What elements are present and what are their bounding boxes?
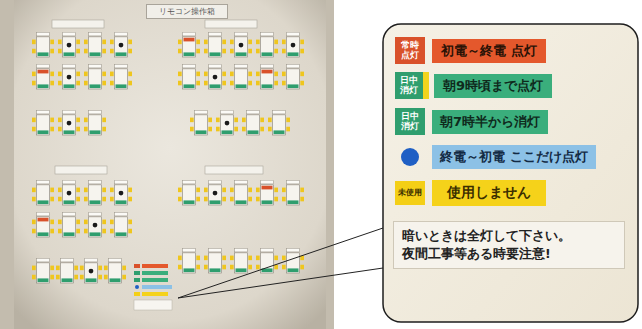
- switch-module: [256, 32, 278, 57]
- legend-band: 初電～終電 点灯: [432, 39, 546, 63]
- switch-module: [256, 64, 278, 89]
- switch-group: [178, 32, 304, 135]
- switch-module: [178, 32, 200, 57]
- note-box: 暗いときは全灯して下さい。 夜間工事等ある時要注意!: [393, 221, 625, 269]
- switch-module: [282, 64, 304, 89]
- switch-module: [230, 180, 252, 205]
- node-text: 未使用: [398, 189, 422, 198]
- switch-module: [242, 110, 264, 135]
- switch-module: [32, 258, 54, 283]
- mini-band: [142, 292, 168, 296]
- switch-module: [216, 110, 238, 135]
- switch-module: [178, 248, 200, 273]
- photo-ground: [0, 0, 334, 329]
- switch-module: [204, 248, 226, 273]
- switch-group: [32, 180, 132, 283]
- switch-module: [32, 64, 54, 89]
- switch-module: [256, 248, 278, 273]
- node-text: 朝7時半から消灯: [440, 113, 540, 131]
- panel-board: [14, 0, 326, 329]
- mini-swatch: [134, 271, 140, 275]
- color-swatch: 日中 消灯: [395, 72, 429, 99]
- legend-band: 使用しません: [432, 180, 546, 206]
- switch-module: [110, 212, 132, 237]
- switch-module: [104, 258, 126, 283]
- switch-module: [178, 180, 200, 205]
- switch-module: [32, 32, 54, 57]
- section-plate: [205, 166, 263, 174]
- switch-module: [84, 32, 106, 57]
- legend-band: 朝7時半から消灯: [432, 110, 548, 134]
- switch-module: [178, 64, 200, 89]
- mini-band: [142, 278, 168, 282]
- switch-module: [282, 32, 304, 57]
- mini-swatch: [134, 264, 140, 268]
- switch-module: [230, 32, 252, 57]
- switch-module: [58, 180, 80, 205]
- section-plate: [205, 20, 257, 28]
- switch-module: [84, 110, 106, 135]
- switch-module: [282, 248, 304, 273]
- switch-module: [190, 110, 212, 135]
- node-text: 使用しません: [447, 184, 531, 202]
- switch-module: [84, 212, 106, 237]
- switch-module: [58, 212, 80, 237]
- legend-band: 朝9時頃まで点灯: [434, 74, 552, 98]
- node-text: 日中 消灯: [400, 76, 419, 95]
- switch-module: [32, 110, 54, 135]
- mini-band: [142, 285, 172, 289]
- color-swatch: 常時 点灯: [395, 37, 425, 64]
- mini-band: [142, 271, 168, 275]
- node-text: 日中 消灯: [401, 112, 420, 131]
- color-swatch: 未使用: [395, 181, 425, 205]
- switch-group: [178, 180, 304, 273]
- mini-swatch: [134, 292, 140, 296]
- node-text: 常時 点灯: [401, 41, 420, 60]
- switch-module: [56, 258, 78, 283]
- switch-module: [58, 64, 80, 89]
- switch-module: [282, 180, 304, 205]
- switch-module: [84, 180, 106, 205]
- switch-module: [58, 110, 80, 135]
- switch-module: [204, 32, 226, 57]
- blue-dot: [401, 148, 419, 166]
- node-text: 朝9時頃まで点灯: [443, 77, 543, 95]
- switch-module: [204, 64, 226, 89]
- switch-module: [230, 248, 252, 273]
- mini-dot: [135, 285, 139, 289]
- switch-module: [268, 110, 290, 135]
- node-text: 初電～終電 点灯: [441, 42, 537, 60]
- mini-band: [142, 264, 168, 268]
- name-plate: リモコン操作箱: [146, 4, 228, 19]
- leader-line: [178, 268, 383, 298]
- switch-module: [32, 212, 54, 237]
- switch-module: [110, 32, 132, 57]
- leader-line: [178, 228, 383, 298]
- mini-legend: [134, 264, 172, 310]
- switch-group: [32, 32, 132, 135]
- switch-module: [58, 32, 80, 57]
- node-text: リモコン操作箱: [159, 6, 215, 17]
- switch-module: [110, 180, 132, 205]
- callout-box: [383, 24, 638, 322]
- section-plate: [55, 166, 107, 174]
- switch-module: [110, 64, 132, 89]
- switch-module: [230, 64, 252, 89]
- switch-module: [84, 64, 106, 89]
- node-text: 暗いときは全灯して下さい。 夜間工事等ある時要注意!: [402, 227, 616, 263]
- switch-module: [204, 180, 226, 205]
- section-plate: [52, 20, 104, 28]
- switch-module: [256, 180, 278, 205]
- mini-note: [134, 300, 172, 310]
- switch-module: [32, 180, 54, 205]
- legend-band: 終電～初電 ここだけ点灯: [432, 145, 596, 169]
- mini-swatch: [134, 278, 140, 282]
- color-swatch: 日中 消灯: [395, 108, 425, 135]
- node-text: 終電～初電 ここだけ点灯: [440, 148, 588, 166]
- switch-module: [80, 258, 102, 283]
